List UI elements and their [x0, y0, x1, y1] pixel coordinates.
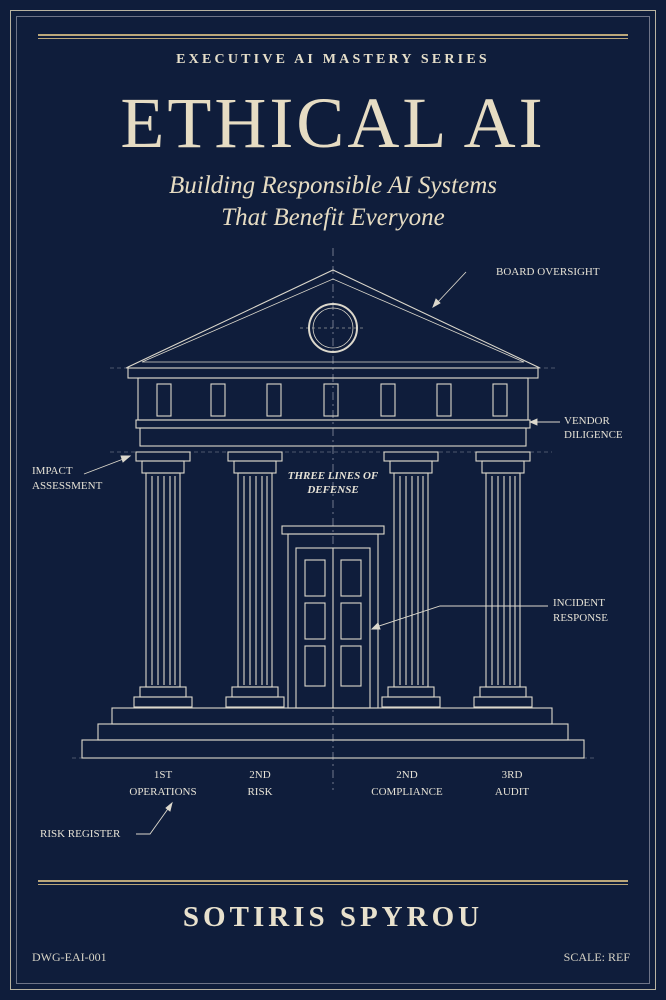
vendor-diligence-label-1: VENDOR: [564, 415, 610, 427]
impact-assessment-label-1: IMPACT: [32, 465, 73, 477]
series-name: EXECUTIVE AI MASTERY SERIES: [176, 52, 490, 67]
vendor-diligence-label-2: DILIGENCE: [564, 429, 623, 441]
step-bottom: [81, 739, 585, 759]
risk-register-leader: [136, 805, 171, 835]
column-label-2-line-2: RISK: [247, 786, 272, 798]
board-oversight-leader: [435, 271, 467, 305]
triglyphs: [156, 383, 508, 417]
column-1: [133, 451, 193, 708]
door: [281, 525, 385, 709]
column-label-4-line-2: AUDIT: [495, 786, 529, 798]
bottom-gold-rule: [38, 880, 628, 885]
outer-border: [10, 10, 656, 990]
drawing-code: DWG-EAI-001: [32, 950, 107, 964]
incident-response-leader: [375, 605, 548, 628]
impact-assessment-leader: [83, 457, 127, 475]
column-label-3-line-1: 2ND: [396, 769, 417, 781]
column-label-3-line-2: COMPLIANCE: [371, 786, 443, 798]
drawing-scale: SCALE: REF: [563, 950, 630, 964]
incident-response-label-2: RESPONSE: [553, 612, 608, 624]
subtitle-line-2: That Benefit Everyone: [221, 204, 445, 231]
column-2: [225, 451, 285, 708]
top-gold-rule: [38, 34, 628, 39]
column-4: [473, 451, 533, 708]
defense-label-2: DEFENSE: [306, 484, 358, 496]
column-label-1-line-2: OPERATIONS: [129, 786, 196, 798]
incident-response-label-1: INCIDENT: [553, 597, 605, 609]
column-label-1-line-1: 1ST: [154, 769, 173, 781]
book-title: ETHICAL AI: [120, 83, 546, 163]
subtitle-line-1: Building Responsible AI Systems: [169, 172, 497, 199]
board-oversight-label: BOARD OVERSIGHT: [496, 266, 600, 278]
impact-assessment-label-2: ASSESSMENT: [32, 480, 103, 492]
column-label-4-line-1: 3RD: [502, 769, 523, 781]
book-subtitle: Building Responsible AI Systems That Ben…: [0, 170, 666, 234]
risk-register-label: RISK REGISTER: [40, 828, 121, 840]
architrave: [139, 427, 527, 447]
inner-border: [16, 16, 650, 984]
column-labels: 1ST OPERATIONS 2ND RISK 2ND COMPLIANCE 3…: [129, 769, 529, 798]
defense-label-1: THREE LINES OF: [288, 470, 379, 482]
column-3: [381, 451, 441, 708]
pediment-inner: [141, 278, 525, 363]
step-top: [111, 707, 553, 725]
author-name: SOTIRIS SPYROU: [182, 901, 484, 933]
column-label-2-line-1: 2ND: [249, 769, 270, 781]
